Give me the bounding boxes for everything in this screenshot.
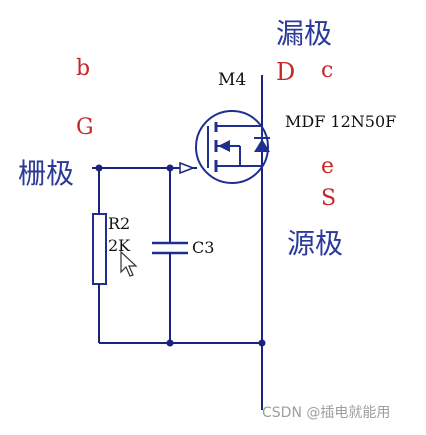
resistor-ref-label: R2 <box>108 214 131 233</box>
mosfet-body-circle <box>195 110 269 184</box>
label-S: S <box>321 186 337 211</box>
resistor-r2-body <box>92 213 107 285</box>
label-D: D <box>276 58 296 86</box>
mosfet-ref-label: M4 <box>218 70 247 90</box>
label-c: c <box>321 58 334 83</box>
junction-gate-resistor <box>95 164 103 172</box>
drain-label-cn: 漏极 <box>276 17 333 50</box>
label-b: b <box>76 56 91 81</box>
watermark-text: CSDN @插电就能用 <box>262 405 391 421</box>
mosfet-body-arrow <box>218 140 230 152</box>
junction-source <box>258 339 266 347</box>
resistor-value-label: 2K <box>108 236 131 255</box>
junction-gate-capacitor <box>166 164 174 172</box>
gate-input-arrow <box>179 161 196 175</box>
body-diode-triangle <box>254 139 270 152</box>
mouse-cursor-icon <box>120 250 138 277</box>
label-G: G <box>76 115 94 140</box>
junction-bottom-capacitor <box>166 339 174 347</box>
capacitor-ref-label: C3 <box>192 238 215 257</box>
mosfet-part-label: MDF 12N50F <box>285 112 397 131</box>
label-e: e <box>321 154 335 179</box>
source-label-cn: 源极 <box>287 227 344 260</box>
gate-label-cn: 栅极 <box>18 157 75 190</box>
